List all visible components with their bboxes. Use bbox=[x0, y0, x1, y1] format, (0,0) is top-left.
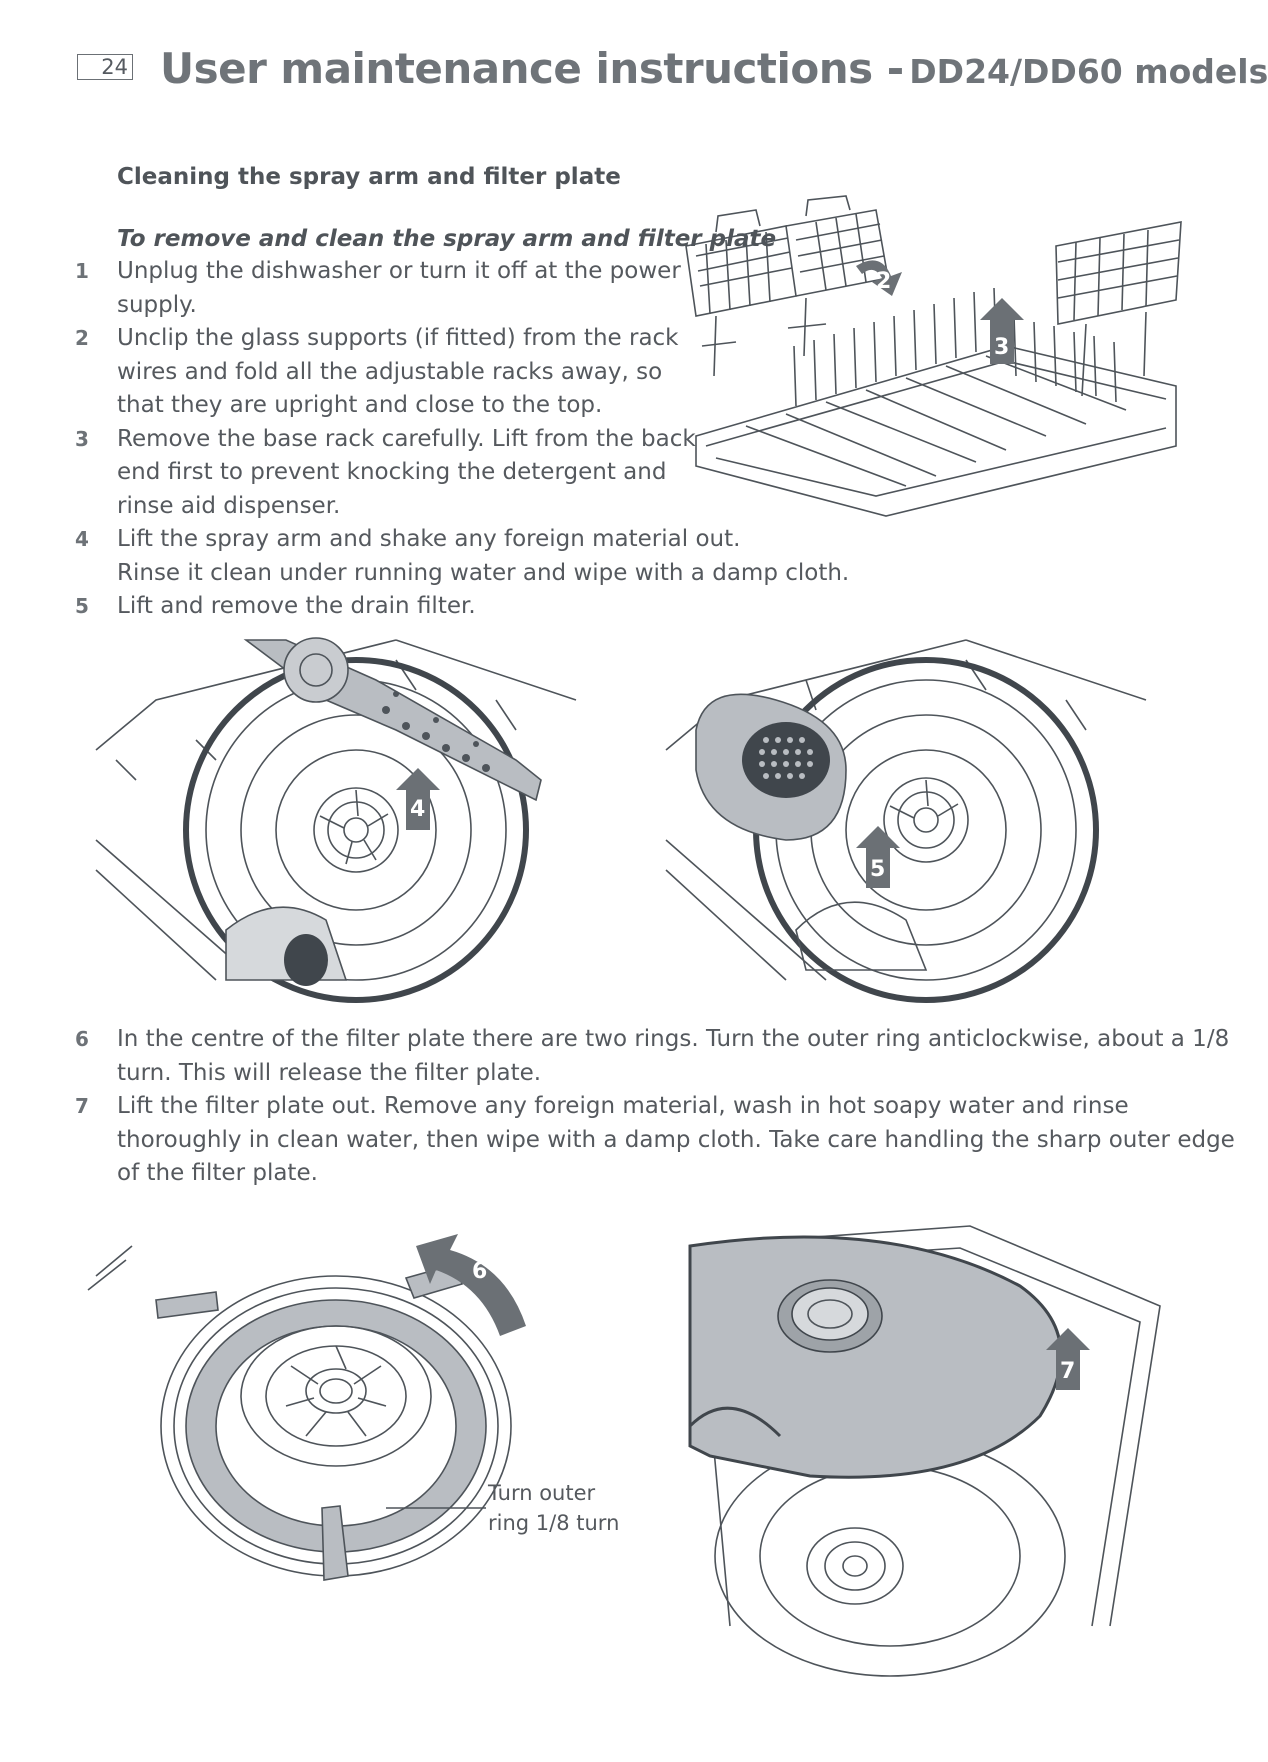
step-text-line: thoroughly in clean water, then wipe wit… bbox=[117, 1126, 1235, 1153]
step-text-line: turn. This will release the filter plate… bbox=[117, 1059, 542, 1086]
step-text-line: supply. bbox=[117, 291, 197, 318]
spray-arm-illustration: 4 bbox=[95, 637, 577, 1003]
step-number: 7 bbox=[75, 1094, 89, 1118]
step-text-line: end first to prevent knocking the deterg… bbox=[117, 459, 667, 485]
page-title-main: User maintenance instructions - bbox=[160, 44, 904, 93]
drain-filter-illustration: 5 bbox=[665, 639, 1147, 1003]
step-number: 1 bbox=[75, 259, 89, 283]
page-title: User maintenance instructions - DD24/DD6… bbox=[160, 44, 1268, 93]
step-number: 2 bbox=[75, 326, 89, 350]
rack-illustration: 2 3 bbox=[676, 195, 1192, 517]
ring-callout-line-2: ring 1/8 turn bbox=[488, 1511, 620, 1535]
step-text-line: Remove the base rack carefully. Lift fro… bbox=[117, 425, 696, 452]
step-text-line: Lift the filter plate out. Remove any fo… bbox=[117, 1093, 1129, 1119]
step-text-line: Unclip the glass supports (if fitted) fr… bbox=[117, 325, 679, 351]
step-text-line: wires and fold all the adjustable racks … bbox=[117, 358, 663, 385]
step-text-line: Unplug the dishwasher or turn it off at … bbox=[117, 258, 681, 284]
step-text-line: In the centre of the filter plate there … bbox=[117, 1026, 1230, 1052]
page-title-models: DD24/DD60 models bbox=[909, 52, 1268, 91]
step-text-line: of the filter plate. bbox=[117, 1160, 318, 1186]
step-number: 6 bbox=[75, 1027, 89, 1051]
step-text-line: rinse aid dispenser. bbox=[117, 492, 341, 519]
step-text-line: that they are upright and close to the t… bbox=[117, 392, 603, 418]
page-number: 24 bbox=[77, 54, 133, 80]
filter-plate-illustration: 7 bbox=[688, 1225, 1161, 1677]
step-number: 5 bbox=[75, 594, 89, 618]
procedure-lead: To remove and clean the spray arm and fi… bbox=[117, 226, 777, 252]
outer-ring-illustration: 6 bbox=[86, 1226, 546, 1606]
arrow-label-2: 2 bbox=[876, 269, 891, 294]
arrow-label-5: 5 bbox=[870, 857, 885, 882]
step-text-line: Lift the spray arm and shake any foreign… bbox=[117, 526, 741, 552]
arrow-label-6: 6 bbox=[472, 1259, 487, 1284]
arrow-label-3: 3 bbox=[994, 335, 1009, 360]
ring-callout: Turn outer ring 1/8 turn bbox=[488, 1478, 619, 1538]
step-number: 4 bbox=[75, 527, 89, 551]
ring-callout-line-1: Turn outer bbox=[488, 1481, 596, 1505]
arrow-label-4: 4 bbox=[410, 797, 425, 822]
step-text-line: Rinse it clean under running water and w… bbox=[117, 559, 850, 586]
step-number: 3 bbox=[75, 426, 89, 451]
step-text-line: Lift and remove the drain filter. bbox=[117, 593, 476, 619]
arrow-label-7: 7 bbox=[1060, 1359, 1075, 1384]
section-heading: Cleaning the spray arm and filter plate bbox=[117, 164, 621, 190]
